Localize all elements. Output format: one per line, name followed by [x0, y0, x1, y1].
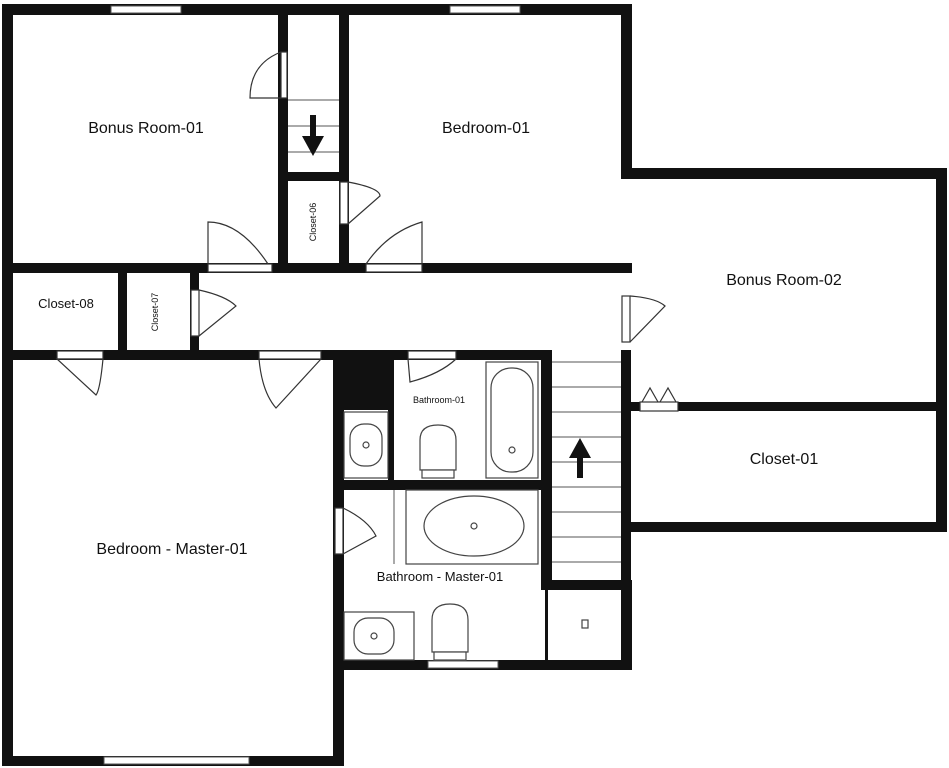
masterbath-toilet — [431, 603, 469, 653]
label-bathroom-master-01: Bathroom - Master-01 — [377, 569, 503, 584]
door-closet01-swing — [641, 386, 677, 403]
fixtures — [343, 361, 589, 661]
wall-bonus02-top — [621, 168, 947, 179]
door-master-left-leaf — [56, 350, 104, 360]
masterbath-tub-drain — [470, 522, 478, 530]
bath01-toilet — [419, 424, 457, 471]
door-bedroom01-hall-leaf — [365, 263, 423, 273]
room-labels: Bonus Room-01 Bedroom-01 Bonus Room-02 C… — [38, 120, 842, 584]
arrow-down-icon — [302, 115, 324, 156]
label-bonus-room-01: Bonus Room-01 — [88, 120, 204, 137]
door-master-right-leaf — [258, 350, 322, 360]
window-bedroom01 — [449, 5, 521, 14]
door-bath01-swing — [407, 358, 457, 383]
door-closet06-swing — [347, 181, 381, 225]
windows — [103, 5, 521, 765]
door-bath01-leaf — [407, 350, 457, 360]
door-closet01-leaf — [639, 401, 679, 412]
door-closet07-leaf — [190, 289, 200, 337]
label-bathroom-01: Bathroom-01 — [413, 395, 465, 405]
masterbath-toilet-tank — [433, 651, 467, 661]
wall-master-right — [333, 350, 344, 766]
wall-closet08-right — [118, 263, 127, 360]
door-bonus02-leaf — [621, 295, 631, 343]
door-bonus01-hall-leaf — [207, 263, 273, 273]
bath01-tub-drain — [508, 446, 516, 454]
wall-stair-bottom — [541, 580, 632, 590]
label-closet-08: Closet-08 — [38, 296, 94, 311]
walls — [2, 4, 947, 766]
wall-bath01-chase — [344, 360, 392, 410]
door-masterbath-leaf — [334, 507, 344, 555]
label-bedroom-master-01: Bedroom - Master-01 — [96, 541, 247, 558]
door-bonus01-hall-swing — [207, 221, 269, 265]
wall-left — [2, 4, 13, 766]
label-closet-07: Closet-07 — [150, 293, 160, 332]
door-masterbath-swing — [342, 507, 377, 555]
door-master-left-swing — [55, 358, 104, 396]
wall-bath01-bottom — [333, 480, 552, 490]
wall-bedroom01-left — [339, 4, 349, 273]
wall-bath01-chase-side — [388, 360, 394, 480]
stairs-upper — [288, 99, 339, 156]
bath01-tub-basin — [490, 367, 534, 473]
label-closet-01: Closet-01 — [750, 451, 819, 468]
door-bonus01-to-stair-swing — [249, 51, 282, 99]
door-bonus01-to-stair-leaf — [280, 51, 288, 99]
wall-top-left — [2, 4, 632, 15]
wall-upper-right — [621, 4, 632, 179]
door-bonus02-swing — [629, 295, 666, 343]
door-closet07-swing — [198, 289, 237, 337]
stairs-main — [552, 361, 621, 563]
wall-right — [936, 168, 947, 532]
wall-bath01-stair-divider — [541, 350, 552, 590]
masterbath-drain — [370, 632, 378, 640]
bath01-toilet-tank — [421, 469, 455, 479]
wall-bonus02-closet01-divider — [628, 402, 947, 411]
wall-closet01-bottom — [621, 522, 947, 532]
door-bedroom01-hall-swing — [365, 221, 423, 265]
wall-masterbath-right — [621, 580, 632, 670]
wall-masterbath-shower-divider — [545, 590, 548, 660]
wall-hall-top — [2, 263, 632, 273]
bath01-drain — [362, 441, 370, 449]
wall-closet06-top — [278, 172, 348, 181]
door-master-right-swing — [258, 358, 322, 409]
arrow-up-icon — [569, 438, 591, 478]
wall-bonus02-left — [621, 350, 631, 600]
window-master-bottom — [103, 756, 250, 765]
label-bonus-room-02: Bonus Room-02 — [726, 272, 842, 289]
label-closet-06: Closet-06 — [308, 203, 318, 242]
masterbath-shower-drain — [581, 619, 589, 629]
label-bedroom-01: Bedroom-01 — [442, 120, 530, 137]
window-masterbath-bottom — [427, 660, 499, 669]
doors — [55, 51, 679, 555]
window-bonus01 — [110, 5, 182, 14]
door-closet06-leaf — [339, 181, 349, 225]
wall-bonus01-right — [278, 4, 288, 273]
